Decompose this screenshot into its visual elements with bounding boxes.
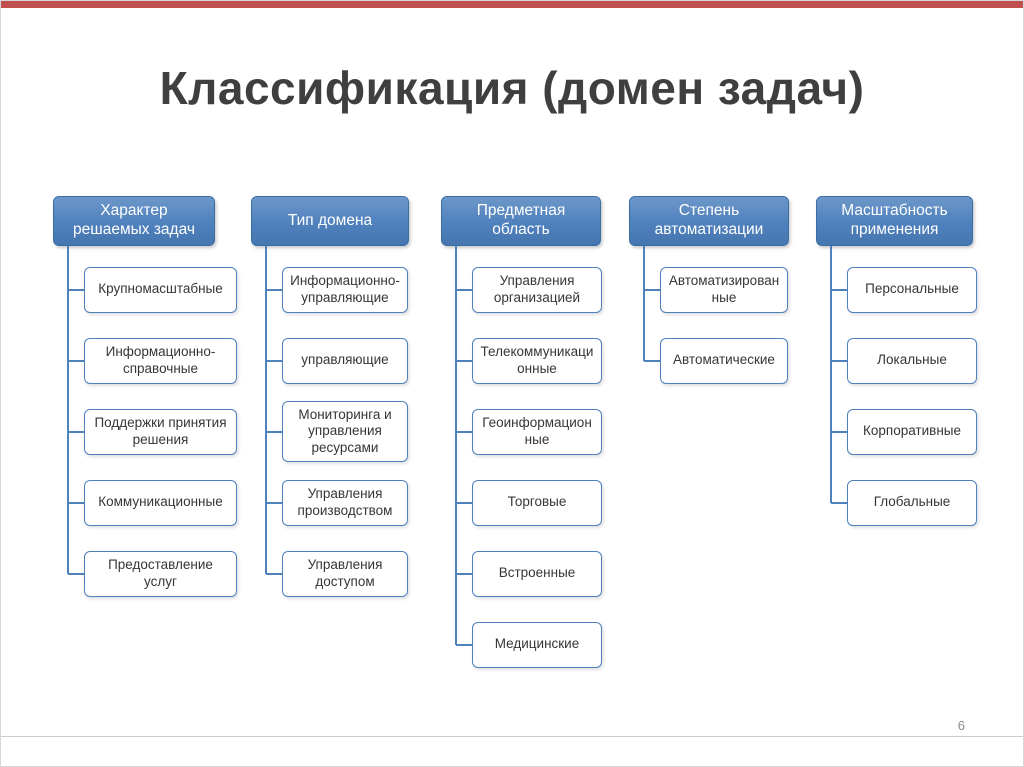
slide-title: Классификация (домен задач) (159, 62, 865, 114)
item-box: Информационно-справочные (84, 337, 237, 384)
connector-elbow-line (266, 501, 282, 504)
item-slot: Медицинские (441, 609, 602, 680)
item-slot: управляющие (251, 325, 409, 396)
item-slot: Геоинформационные (441, 396, 602, 467)
connector-elbow-line (68, 572, 84, 575)
item-slot: Автоматические (629, 325, 789, 396)
column-header-box: Масштабность применения (816, 196, 973, 246)
connector-elbow-line (831, 430, 847, 433)
connector-elbow-line (266, 359, 282, 362)
item-slot: Мониторинга и управления ресурсами (251, 396, 409, 467)
item-box: Крупномасштабные (84, 266, 237, 313)
connector-elbow-line (456, 430, 472, 433)
item-box: Корпоративные (847, 408, 977, 455)
item-slot: Крупномасштабные (53, 254, 237, 325)
connector-elbow-line (68, 501, 84, 504)
item-box: Управления производством (282, 479, 408, 526)
item-slot: Персональные (816, 254, 977, 325)
item-box: Предоставление услуг (84, 550, 237, 597)
item-slot: Торговые (441, 467, 602, 538)
connector-vertical-line (455, 246, 457, 645)
item-slot: Корпоративные (816, 396, 977, 467)
footer-divider (1, 736, 1023, 737)
item-slot: Коммуникационные (53, 467, 237, 538)
item-box: Поддержки принятия решения (84, 408, 237, 455)
connector-elbow-line (68, 430, 84, 433)
item-box: Автоматические (660, 337, 788, 384)
item-box: Локальные (847, 337, 977, 384)
connector-elbow-line (456, 643, 472, 646)
connector-vertical-line (67, 246, 69, 574)
connector-elbow-line (266, 288, 282, 291)
item-slot: Автоматизированные (629, 254, 789, 325)
connector-elbow-line (831, 501, 847, 504)
connector-elbow-line (68, 288, 84, 291)
item-box: Управления организацией (472, 266, 602, 313)
item-box: управляющие (282, 337, 408, 384)
connector-elbow-line (266, 572, 282, 575)
connector-elbow-line (266, 430, 282, 433)
page-number: 6 (957, 718, 965, 733)
item-box: Персональные (847, 266, 977, 313)
item-slot: Управления производством (251, 467, 409, 538)
column-header-box: Предметная область (441, 196, 601, 246)
item-slot: Локальные (816, 325, 977, 396)
connector-vertical-line (265, 246, 267, 574)
connector-elbow-line (644, 288, 660, 291)
connector-vertical-line (643, 246, 645, 361)
top-accent-bar (1, 1, 1023, 8)
item-box: Мониторинга и управления ресурсами (282, 400, 408, 463)
item-box: Автоматизированные (660, 266, 788, 313)
item-box: Коммуникационные (84, 479, 237, 526)
connector-elbow-line (456, 572, 472, 575)
item-box: Медицинские (472, 621, 602, 668)
item-box: Торговые (472, 479, 602, 526)
item-slot: Глобальные (816, 467, 977, 538)
item-slot: Информационно-справочные (53, 325, 237, 396)
item-box: Информационно-управляющие (282, 266, 408, 313)
item-slot: Информационно-управляющие (251, 254, 409, 325)
item-slot: Управления организацией (441, 254, 602, 325)
connector-elbow-line (456, 288, 472, 291)
column-header-box: Степень автоматизации (629, 196, 789, 246)
item-slot: Поддержки принятия решения (53, 396, 237, 467)
item-slot: Управления доступом (251, 538, 409, 609)
item-box: Телекоммуникационные (472, 337, 602, 384)
connector-elbow-line (644, 359, 660, 362)
item-slot: Предоставление услуг (53, 538, 237, 609)
item-box: Глобальные (847, 479, 977, 526)
connector-elbow-line (831, 359, 847, 362)
column-header-box: Тип домена (251, 196, 409, 246)
connector-elbow-line (456, 501, 472, 504)
item-box: Геоинформационные (472, 408, 602, 455)
column-header-box: Характер решаемых задач (53, 196, 215, 246)
item-slot: Встроенные (441, 538, 602, 609)
connector-vertical-line (830, 246, 832, 503)
connector-elbow-line (456, 359, 472, 362)
connector-elbow-line (68, 359, 84, 362)
connector-elbow-line (831, 288, 847, 291)
item-box: Управления доступом (282, 550, 408, 597)
item-slot: Телекоммуникационные (441, 325, 602, 396)
item-box: Встроенные (472, 550, 602, 597)
